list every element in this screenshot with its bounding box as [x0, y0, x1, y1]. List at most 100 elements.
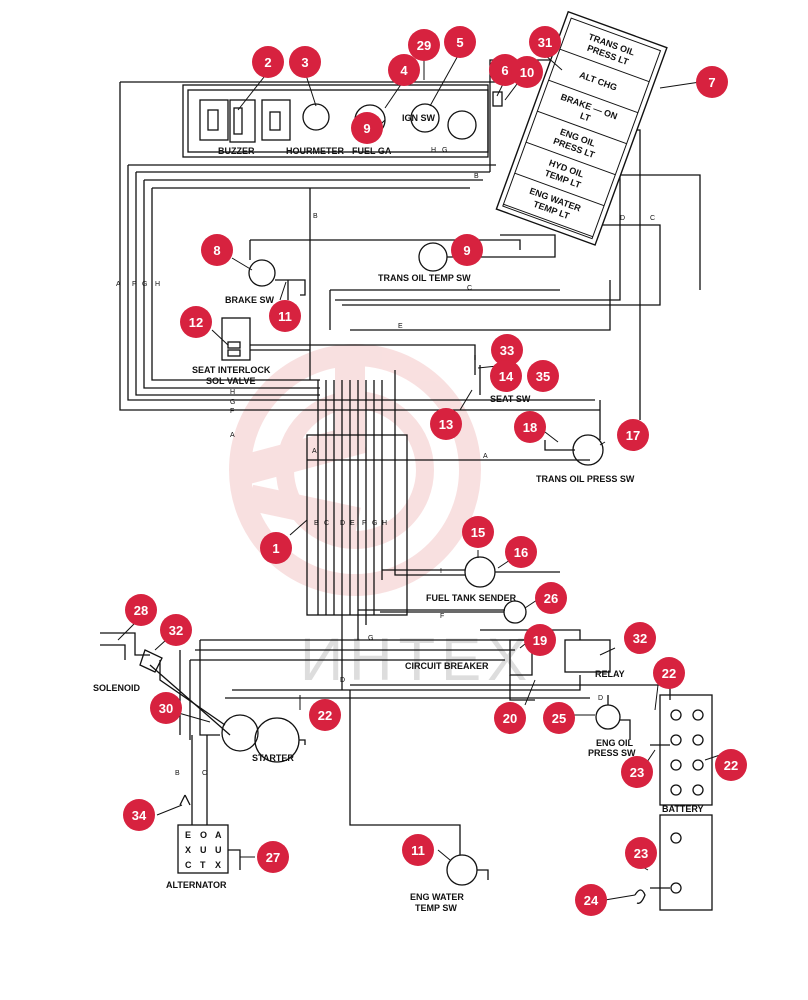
- callout-circle: [123, 799, 155, 831]
- label-trans-oil-press-sw: TRANS OIL PRESS SW: [536, 474, 635, 484]
- label-alternator: ALTERNATOR: [166, 880, 227, 890]
- callout-11: 11: [402, 834, 434, 866]
- callout-20: 20: [494, 702, 526, 734]
- callout-circle: [514, 411, 546, 443]
- callout-number: 12: [189, 315, 203, 330]
- callout-22: 22: [309, 699, 341, 731]
- callout-number: 15: [471, 525, 485, 540]
- label-solenoid: SOLENOID: [93, 683, 141, 693]
- lamp-label: LT: [579, 110, 593, 123]
- callout-26: 26: [535, 582, 567, 614]
- callout-34: 34: [123, 799, 155, 831]
- callout-number: 35: [536, 369, 550, 384]
- label-hourmeter: HOURMETER: [286, 146, 344, 156]
- callout-number: 22: [724, 758, 738, 773]
- label-fuel-tank-sender: FUEL TANK SENDER: [426, 593, 517, 603]
- callout-4: 4: [388, 54, 420, 86]
- callout-circle: [575, 884, 607, 916]
- lamp-divider: [559, 48, 650, 83]
- callout-number: 13: [439, 417, 453, 432]
- callout-10: 10: [511, 56, 543, 88]
- wire-letter-h-box: H: [382, 520, 387, 527]
- callout-circle: [351, 112, 383, 144]
- label-relay: RELAY: [595, 669, 625, 679]
- wire-letter-b: B: [313, 213, 318, 220]
- wire-letter-d-right: D: [620, 215, 625, 222]
- alternator-terminal: T: [200, 860, 206, 870]
- wire-letter-c: C: [467, 285, 472, 292]
- wire-letter-e: E: [398, 323, 403, 330]
- callout-31: 31: [529, 26, 561, 58]
- callout-circle: [527, 360, 559, 392]
- callout-circle: [444, 26, 476, 58]
- callout-8: 8: [201, 234, 233, 266]
- label-battery: BATTERY: [662, 804, 704, 814]
- callout-25: 25: [543, 702, 575, 734]
- lamp-divider: [514, 172, 605, 207]
- callout-circle: [653, 657, 685, 689]
- label-brake-sw: BRAKE SW: [225, 295, 275, 305]
- wire-letter-g-ign: G: [442, 147, 447, 154]
- callout-number: 17: [626, 428, 640, 443]
- callout-22: 22: [653, 657, 685, 689]
- callout-23: 23: [621, 756, 653, 788]
- callout-number: 18: [523, 420, 537, 435]
- callout-17: 17: [617, 419, 649, 451]
- wire-letter-i-sender: I: [440, 568, 442, 575]
- wire-letter-g-low: G: [230, 399, 235, 406]
- callout-number: 34: [132, 808, 147, 823]
- callout-circle: [494, 702, 526, 734]
- callout-circle: [402, 834, 434, 866]
- wire-letter-d-cb: D: [340, 677, 345, 684]
- wire-letter-g-cb: G: [368, 635, 373, 642]
- wire-letter-d-box: D: [340, 520, 345, 527]
- wiring: [100, 59, 713, 911]
- alternator-terminal: U: [200, 845, 207, 855]
- wire-letter-f-low: F: [230, 408, 234, 415]
- callout-circle: [451, 234, 483, 266]
- lamp-divider: [537, 110, 627, 145]
- callout-16: 16: [505, 536, 537, 568]
- callout-circle: [543, 702, 575, 734]
- wire-letter-h-low: H: [230, 389, 235, 396]
- wire-letter-c-right: C: [650, 215, 655, 222]
- callout-circle: [490, 360, 522, 392]
- callout-number: 28: [134, 603, 148, 618]
- lamp-divider: [548, 79, 639, 114]
- callout-9: 9: [451, 234, 483, 266]
- wire-letter-c-alt: C: [202, 770, 207, 777]
- wire-letter-h: H: [155, 281, 160, 288]
- label-fuel-ga: FUEL GA: [352, 146, 392, 156]
- callout-29: 29: [408, 29, 440, 61]
- callout-number: 9: [363, 121, 370, 136]
- label-eng-water: ENG WATER: [410, 892, 464, 902]
- label-starter: STARTER: [252, 753, 294, 763]
- callout-circle: [511, 56, 543, 88]
- callout-circle: [621, 756, 653, 788]
- callout-circle: [625, 837, 657, 869]
- wire-letter-g: G: [142, 281, 147, 288]
- callout-number: 32: [633, 631, 647, 646]
- callout-number: 5: [456, 35, 463, 50]
- callout-30: 30: [150, 692, 182, 724]
- callout-circle: [715, 749, 747, 781]
- callout-circle: [150, 692, 182, 724]
- callout-1: 1: [260, 532, 292, 564]
- callout-number: 3: [301, 55, 308, 70]
- callout-number: 11: [411, 843, 425, 858]
- callout-18: 18: [514, 411, 546, 443]
- wire-letter-f: F: [132, 281, 136, 288]
- callout-number: 27: [266, 850, 280, 865]
- callout-circle: [257, 841, 289, 873]
- callout-14: 14: [490, 360, 522, 392]
- callout-circle: [252, 46, 284, 78]
- callout-33: 33: [491, 334, 523, 366]
- callout-9: 9: [351, 112, 383, 144]
- callout-number: 22: [318, 708, 332, 723]
- label-press-sw: PRESS SW: [588, 748, 636, 758]
- callout-11: 11: [269, 300, 301, 332]
- callout-24: 24: [575, 884, 607, 916]
- callout-circle: [462, 516, 494, 548]
